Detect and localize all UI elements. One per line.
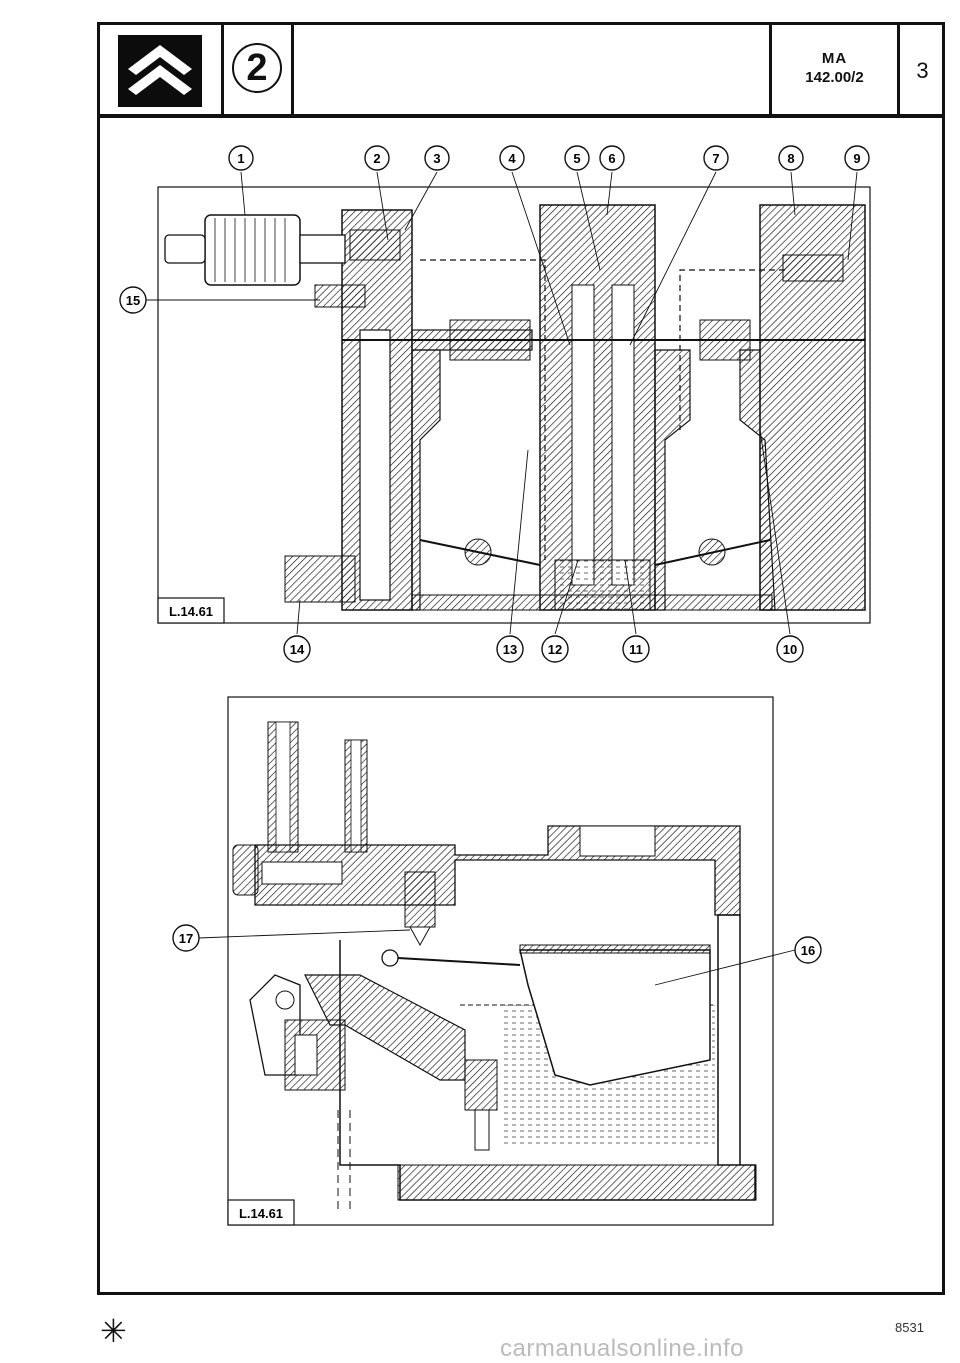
section-number: 2 (232, 43, 282, 93)
section-cell: 2 (224, 25, 294, 114)
callout-4: 4 (499, 145, 525, 171)
reference-cell: MA 142.00/2 (772, 25, 900, 114)
callout-16: 16 (794, 936, 822, 964)
svg-text:17: 17 (179, 931, 193, 946)
callout-13: 13 (496, 635, 524, 663)
document-header: 2 MA 142.00/2 3 (97, 22, 945, 118)
logo-cell (100, 25, 224, 114)
svg-text:1: 1 (237, 151, 244, 166)
bottom-callouts: 16 17 (172, 924, 822, 964)
svg-text:4: 4 (508, 151, 516, 166)
callout-6: 6 (599, 145, 625, 171)
callout-9: 9 (844, 145, 870, 171)
svg-text:7: 7 (712, 151, 719, 166)
svg-text:5: 5 (573, 151, 580, 166)
callout-11: 11 (622, 635, 650, 663)
page-number: 3 (916, 58, 929, 83)
title-cell (294, 25, 772, 114)
svg-text:10: 10 (783, 642, 797, 657)
svg-text:12: 12 (548, 642, 562, 657)
svg-text:8: 8 (787, 151, 794, 166)
callout-5: 5 (564, 145, 590, 171)
callout-2: 2 (364, 145, 390, 171)
bottom-cross-section: L.14.61 16 17 (172, 696, 822, 1226)
page-cell: 3 (900, 25, 945, 114)
svg-text:3: 3 (433, 151, 440, 166)
callout-8: 8 (778, 145, 804, 171)
citroen-logo (118, 35, 202, 107)
svg-text:2: 2 (373, 151, 380, 166)
callout-3: 3 (424, 145, 450, 171)
svg-text:15: 15 (126, 293, 140, 308)
callout-17: 17 (172, 924, 200, 952)
reference-line1: MA (821, 50, 848, 67)
svg-text:16: 16 (801, 943, 815, 958)
footer-asterisk-icon: ✳ (100, 1313, 127, 1349)
top-cross-section: L.14.61 1 2 3 4 5 6 7 (119, 145, 871, 663)
callout-14: 14 (283, 635, 311, 663)
reference-line2: 142.00/2 (805, 69, 864, 86)
callout-7: 7 (703, 145, 729, 171)
watermark: carmanualsonline.info (500, 1335, 744, 1362)
bottom-figure-ref: L.14.61 (239, 1206, 283, 1221)
svg-text:13: 13 (503, 642, 517, 657)
callout-1: 1 (228, 145, 254, 171)
svg-text:14: 14 (290, 642, 305, 657)
footer-code: 8531 (895, 1320, 924, 1335)
callout-12: 12 (541, 635, 569, 663)
top-figure-ref: L.14.61 (169, 604, 213, 619)
svg-text:9: 9 (853, 151, 860, 166)
svg-text:6: 6 (608, 151, 615, 166)
callout-15: 15 (119, 286, 147, 314)
top-callouts: 1 2 3 4 5 6 7 8 9 10 11 12 13 14 15 (119, 145, 870, 663)
callout-10: 10 (776, 635, 804, 663)
svg-text:11: 11 (629, 642, 643, 657)
